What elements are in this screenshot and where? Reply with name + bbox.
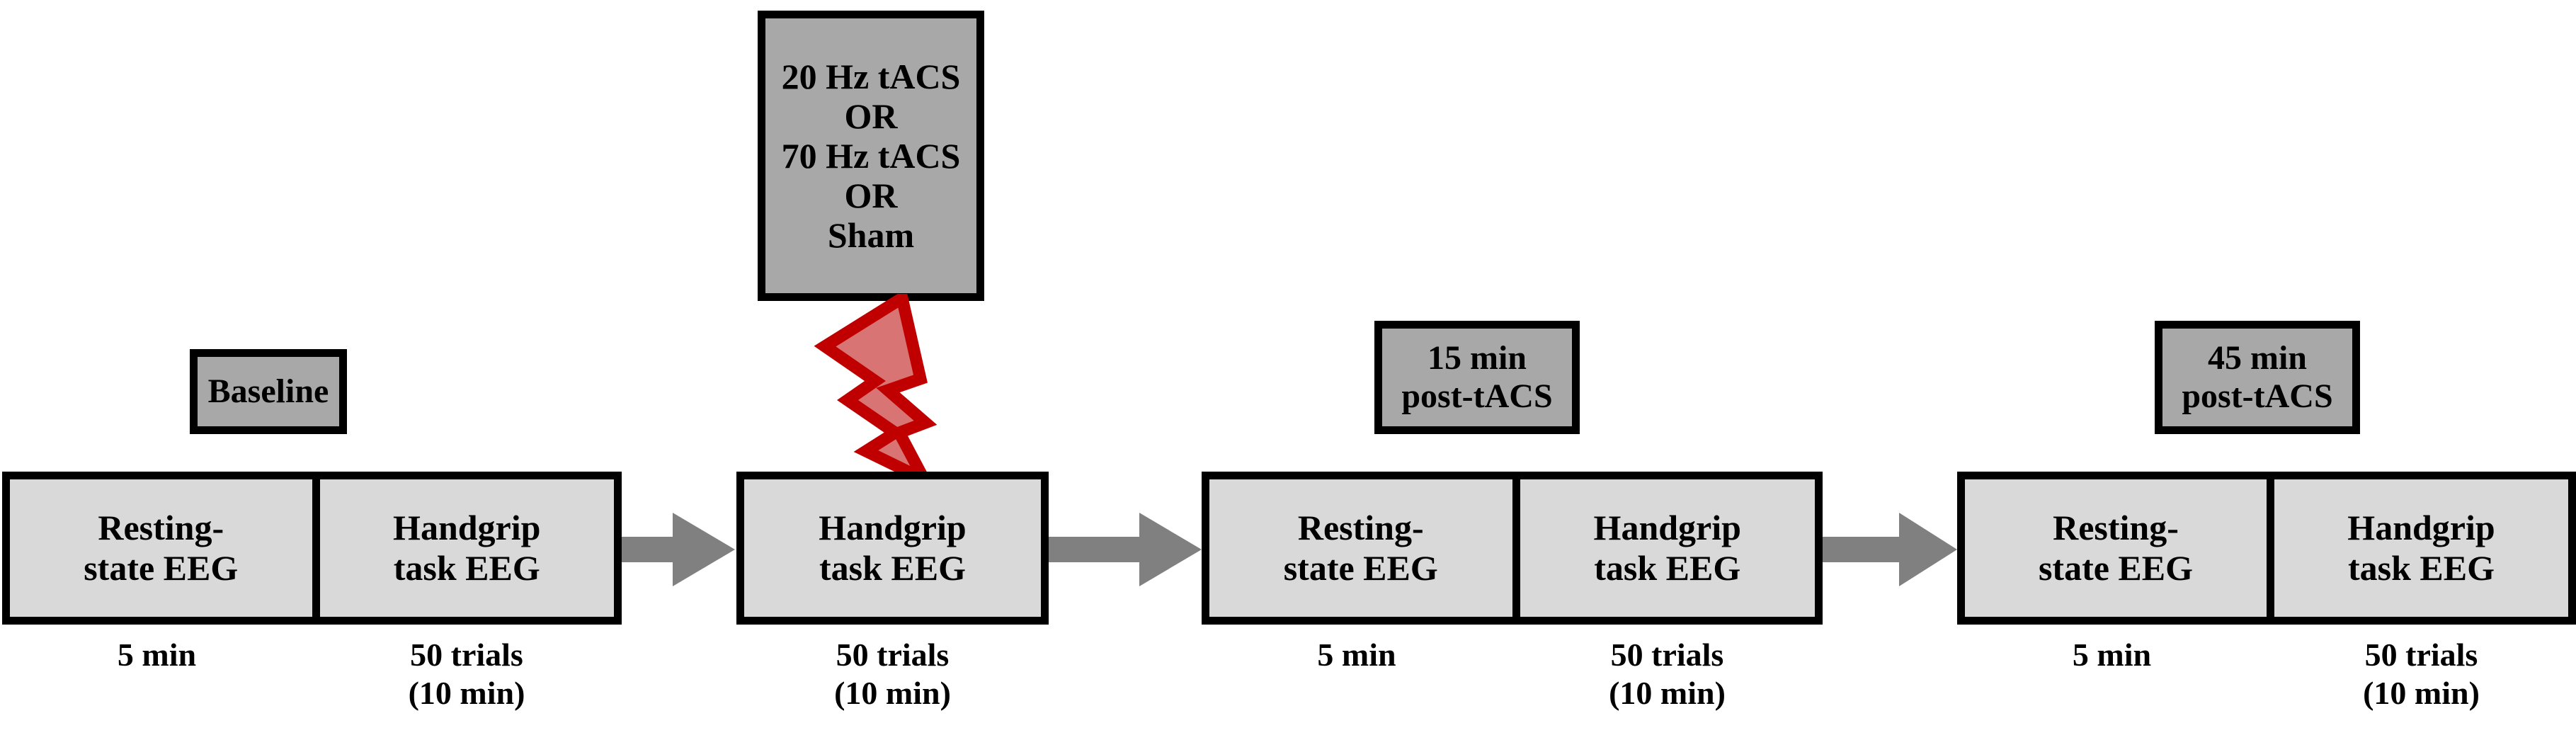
flow-arrow-1 xyxy=(622,513,735,586)
flow-arrow-2 xyxy=(1049,513,1202,586)
block-resting-state-eeg: Resting- state EEG xyxy=(10,479,312,617)
timepoint-box-post45: 45 min post-tACS xyxy=(2155,321,2360,434)
stimulation-lightning-bolt xyxy=(814,294,937,482)
block-label: Handgrip task EEG xyxy=(1593,508,1741,588)
block-label: Resting- state EEG xyxy=(1283,508,1438,588)
caption-post15-handgrip: 50 trials (10 min) xyxy=(1609,637,1726,712)
flow-arrow-3 xyxy=(1823,513,1957,586)
caption-baseline-resting: 5 min xyxy=(117,637,197,673)
block-label: Resting- state EEG xyxy=(84,508,239,588)
caption-post45-resting: 5 min xyxy=(2072,637,2152,673)
timepoint-label-baseline: Baseline xyxy=(207,372,329,411)
timepoint-label-post15: 15 min post-tACS xyxy=(1401,339,1553,415)
caption-post45-handgrip: 50 trials (10 min) xyxy=(2363,637,2480,712)
block-handgrip-task-eeg: Handgrip task EEG xyxy=(312,479,614,617)
tacs-intervention-box: 20 Hz tACS OR 70 Hz tACS OR Sham xyxy=(758,11,984,301)
timepoint-box-baseline: Baseline xyxy=(190,349,347,434)
block-handgrip-task-eeg: Handgrip task EEG xyxy=(1512,479,1815,617)
session-group-during-tacs: Handgrip task EEG xyxy=(736,472,1049,625)
session-group-post15: Resting- state EEG Handgrip task EEG xyxy=(1202,472,1823,625)
caption-during-tacs-handgrip: 50 trials (10 min) xyxy=(834,637,951,712)
block-handgrip-task-eeg: Handgrip task EEG xyxy=(744,479,1041,617)
block-label: Resting- state EEG xyxy=(2038,508,2194,588)
timepoint-label-post45: 45 min post-tACS xyxy=(2182,339,2333,415)
session-group-baseline: Resting- state EEG Handgrip task EEG xyxy=(2,472,622,625)
session-group-post45: Resting- state EEG Handgrip task EEG xyxy=(1957,472,2576,625)
timepoint-box-post15: 15 min post-tACS xyxy=(1374,321,1580,434)
caption-baseline-handgrip: 50 trials (10 min) xyxy=(408,637,525,712)
block-label: Handgrip task EEG xyxy=(2347,508,2495,588)
block-handgrip-task-eeg: Handgrip task EEG xyxy=(2267,479,2568,617)
block-label: Handgrip task EEG xyxy=(819,508,967,588)
caption-post15-resting: 5 min xyxy=(1317,637,1396,673)
tacs-intervention-label: 20 Hz tACS OR 70 Hz tACS OR Sham xyxy=(781,57,961,255)
block-resting-state-eeg: Resting- state EEG xyxy=(1965,479,2267,617)
block-resting-state-eeg: Resting- state EEG xyxy=(1209,479,1512,617)
block-label: Handgrip task EEG xyxy=(393,508,541,588)
